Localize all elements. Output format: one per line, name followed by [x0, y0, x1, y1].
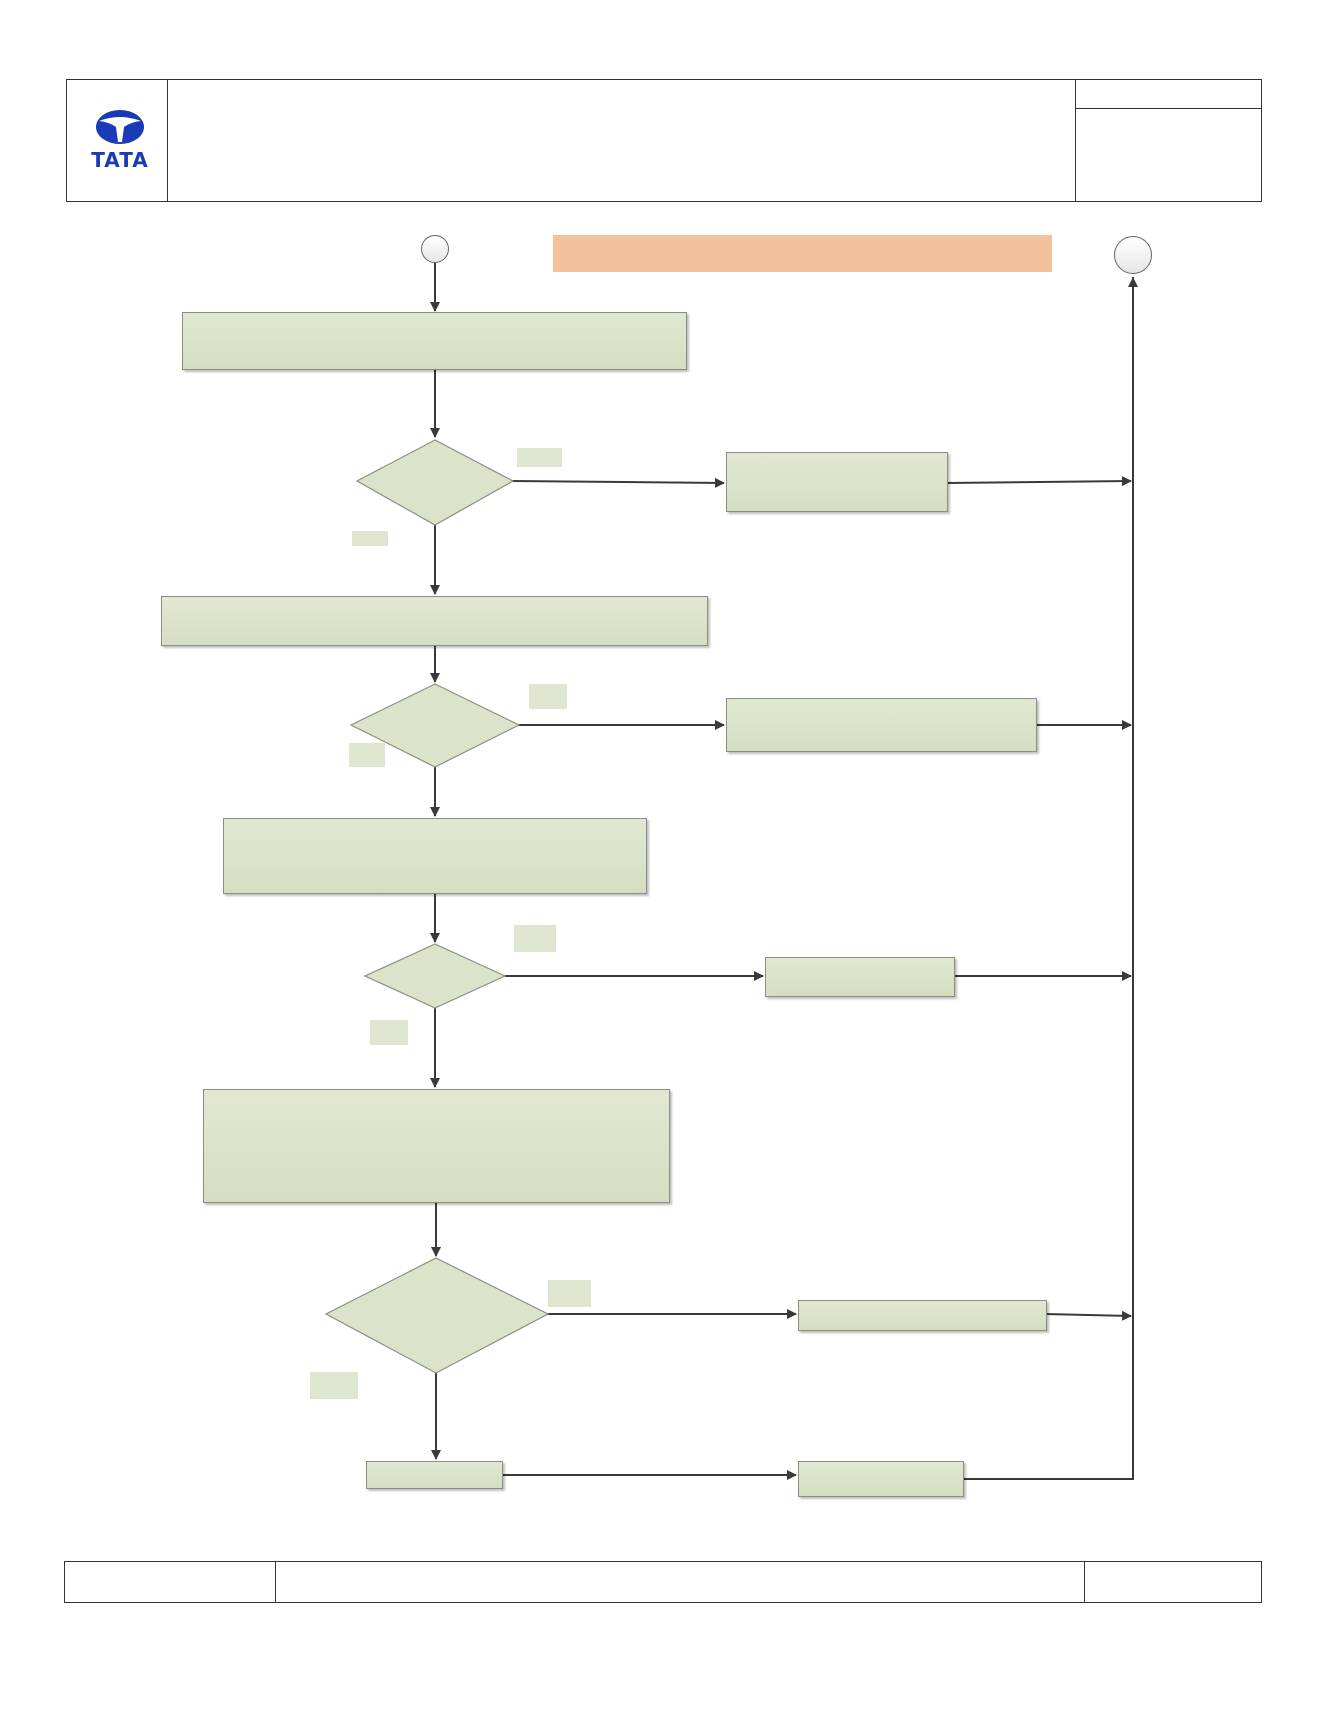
decision-2-label [385, 710, 485, 740]
process-step-2 [161, 596, 708, 646]
header-divider-horizontal [1075, 108, 1262, 109]
header-divider-right [1075, 79, 1076, 202]
decision-2-no-label [349, 743, 385, 767]
header-divider-left [167, 79, 168, 202]
process-step-1 [182, 312, 687, 370]
logo-text: TATA [91, 148, 149, 172]
footer-divider-left [275, 1561, 276, 1603]
decision-1-label [385, 465, 485, 497]
tata-logo-icon [96, 110, 144, 144]
header-frame [66, 79, 1262, 202]
footer-frame [64, 1561, 1262, 1603]
decision-3-yes-label [514, 925, 556, 952]
final-side-action [798, 1461, 964, 1497]
decision-1-no-label [352, 531, 388, 546]
side-action-1 [726, 452, 948, 512]
process-step-3 [223, 818, 647, 894]
decision-3-label [395, 963, 475, 989]
side-action-4 [798, 1300, 1047, 1331]
section-banner [553, 235, 1052, 272]
decision-3-no-label [370, 1020, 408, 1045]
footer-divider-right [1084, 1561, 1085, 1603]
decision-4-no-label [310, 1372, 358, 1399]
decision-2-yes-label [529, 684, 567, 709]
side-action-2 [726, 698, 1037, 752]
decision-1-yes-label [517, 448, 562, 467]
process-step-4 [203, 1089, 670, 1203]
start-connector [421, 235, 449, 263]
tata-logo: TATA [85, 106, 155, 172]
side-action-3 [765, 957, 955, 997]
final-step [366, 1461, 503, 1489]
decision-4-yes-label [548, 1280, 591, 1307]
end-connector [1114, 236, 1152, 274]
decision-4-label [376, 1294, 496, 1334]
